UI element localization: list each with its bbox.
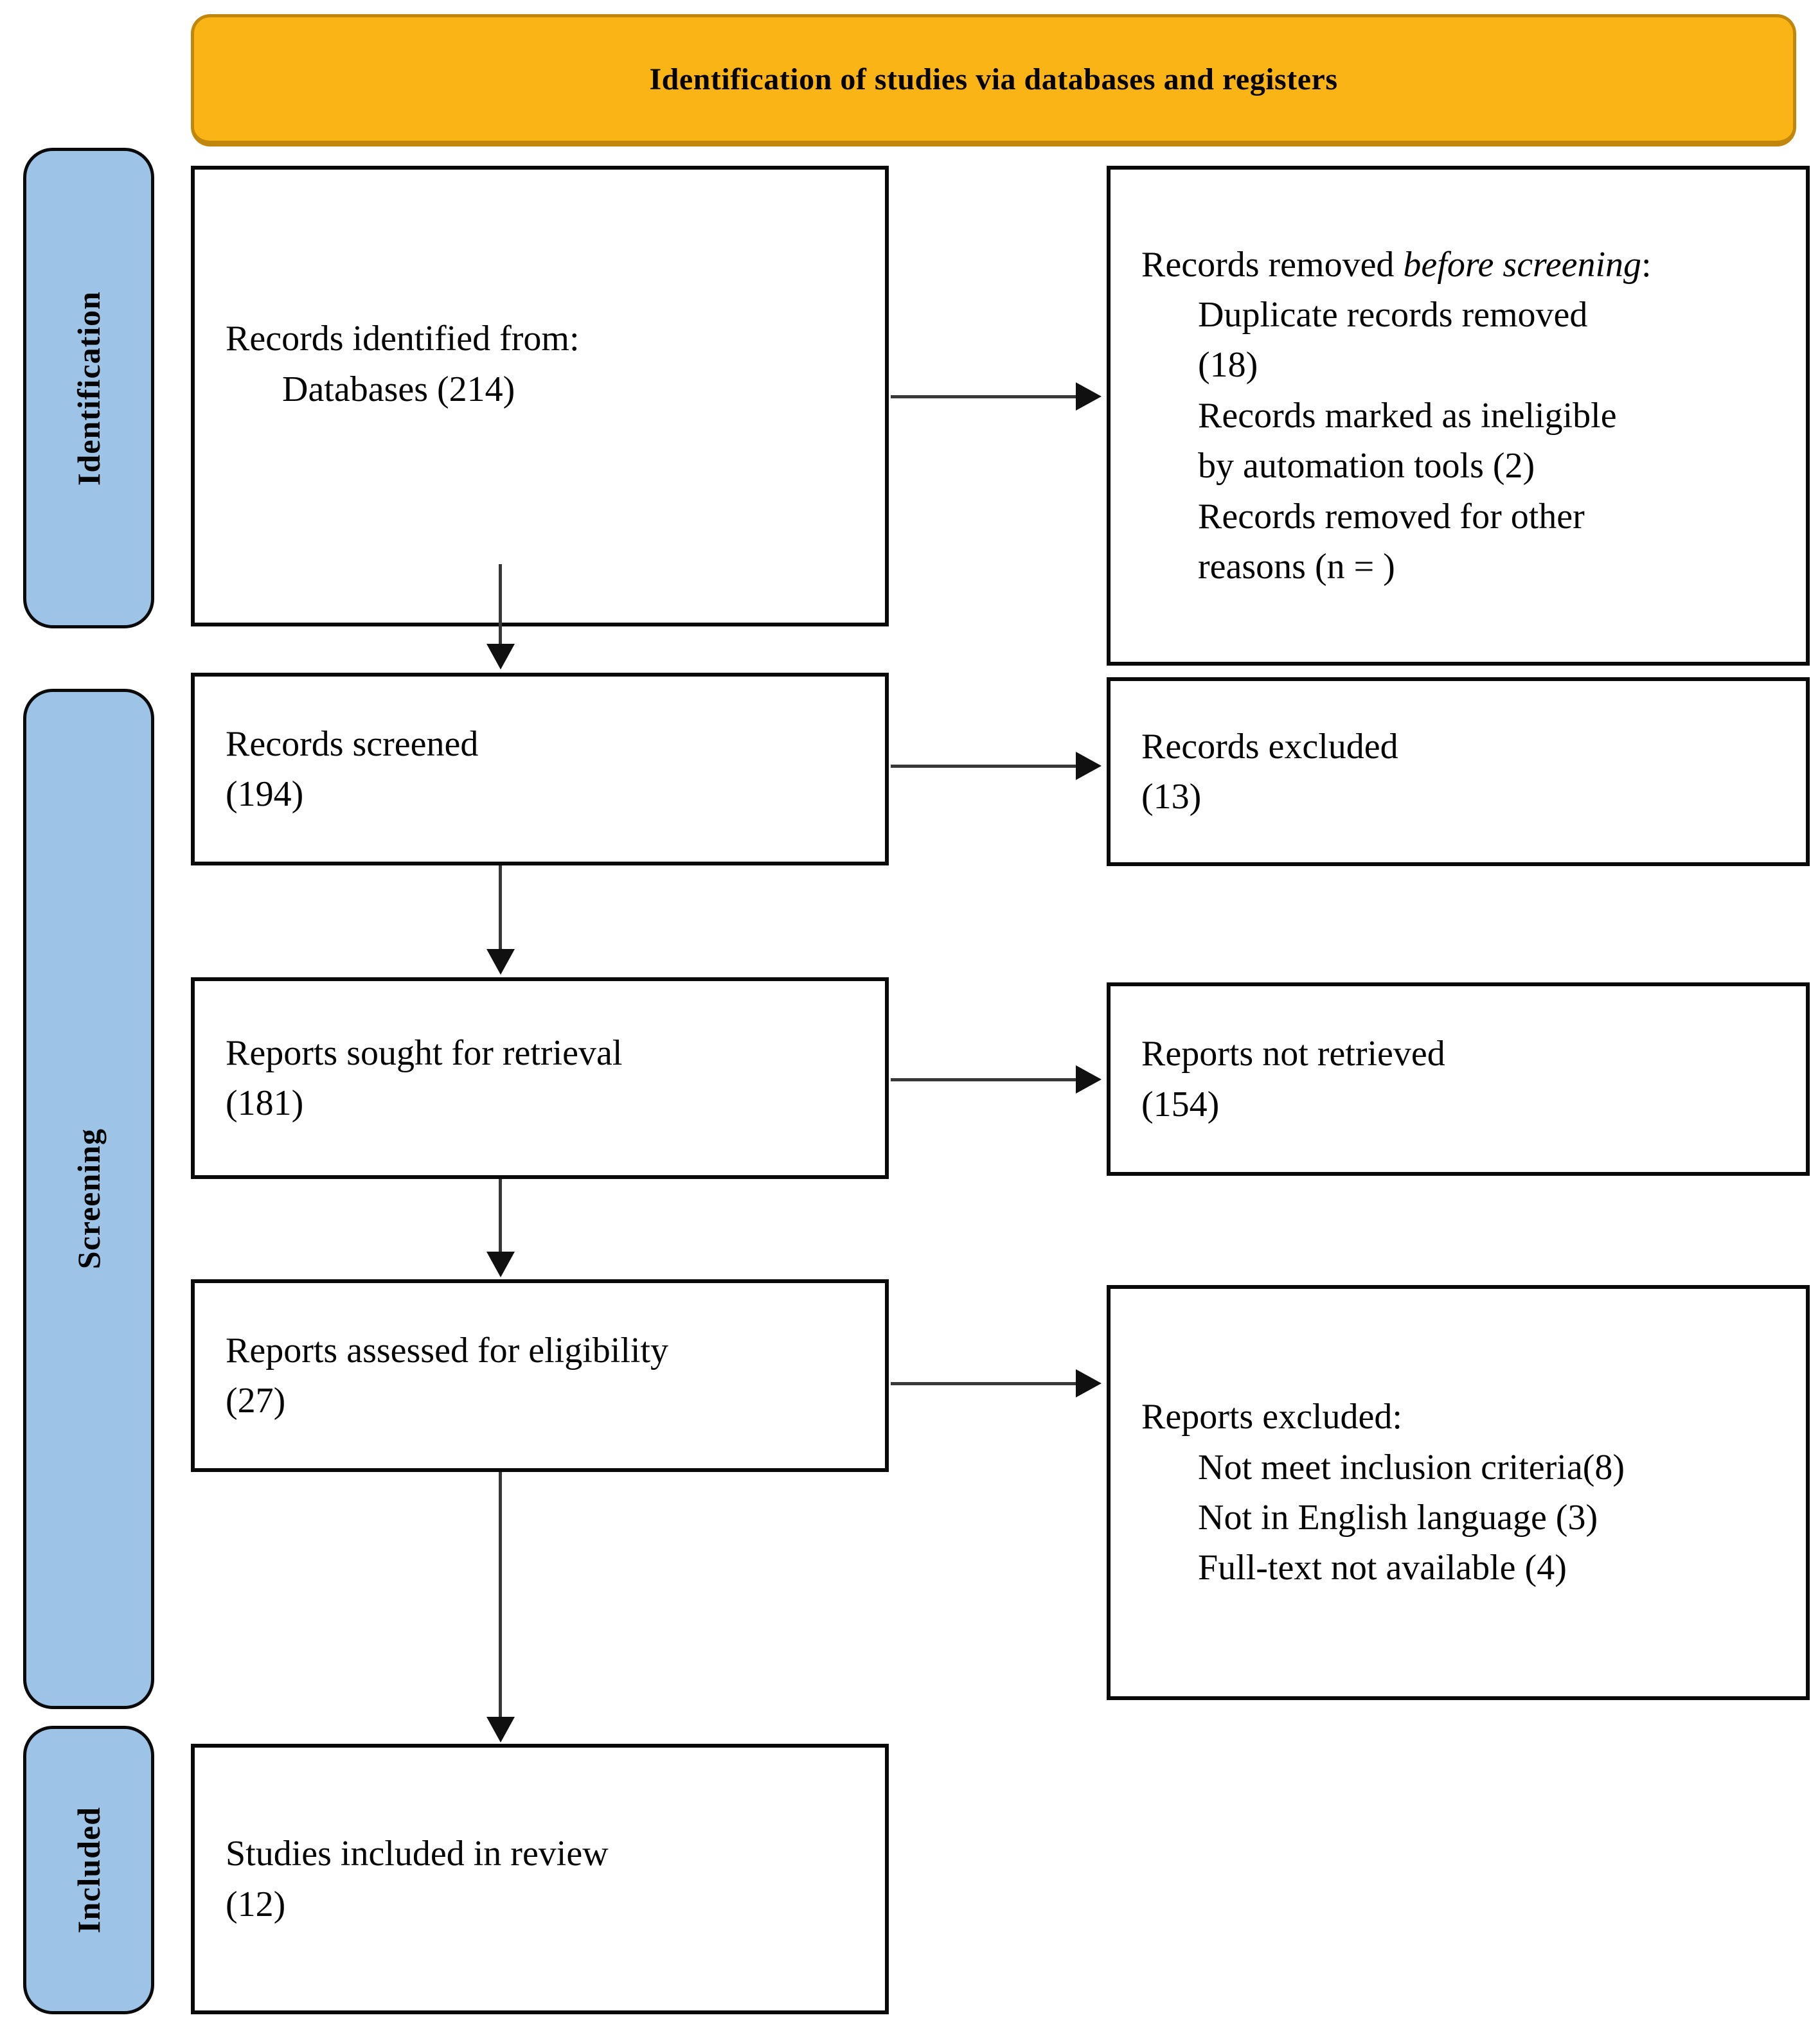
records-removed-item: (18) [1198, 345, 1258, 386]
down-arrowhead-icon [486, 1252, 515, 1277]
header-banner: Identification of studies via databases … [191, 14, 1796, 146]
flow-arrow-sought-to-not-retrieved [891, 1078, 1076, 1081]
right-arrowhead-icon [1076, 1369, 1102, 1397]
records-screened-label: Records screened [226, 723, 479, 764]
flow-arrow-assessed-to-included [499, 1472, 502, 1717]
flow-arrow-screened-to-sought [499, 865, 502, 949]
right-arrowhead-icon [1076, 752, 1102, 780]
reports-excluded-title: Reports excluded: [1141, 1397, 1402, 1437]
flow-arrow-screened-to-excluded [891, 765, 1076, 768]
records-removed-title-prefix: Records removed [1141, 244, 1404, 285]
banner-title: Identification of studies via databases … [649, 62, 1338, 96]
records-identified-title: Records identified from: [226, 319, 580, 359]
box-records-excluded: Records excluded (13) [1107, 677, 1810, 866]
down-arrowhead-icon [486, 949, 515, 975]
sidebar-stage-screening: Screening [23, 689, 154, 1709]
records-excluded-label: Records excluded [1141, 726, 1398, 767]
records-removed-item: reasons (n = ) [1198, 546, 1395, 587]
records-removed-title-suffix: : [1641, 244, 1652, 285]
box-studies-included: Studies included in review (12) [191, 1744, 889, 2014]
records-removed-item: Records marked as ineligible [1198, 395, 1617, 436]
stage-label-identification: Identification [71, 290, 107, 486]
records-removed-item: by automation tools (2) [1198, 446, 1535, 486]
right-arrowhead-icon [1076, 1065, 1102, 1094]
box-reports-assessed: Reports assessed for eligibility (27) [191, 1279, 889, 1472]
reports-excluded-item: Not meet inclusion criteria(8) [1198, 1447, 1625, 1487]
box-records-screened: Records screened (194) [191, 673, 889, 865]
records-screened-count: (194) [226, 774, 304, 814]
stage-label-included: Included [71, 1807, 107, 1933]
reports-assessed-count: (27) [226, 1381, 286, 1421]
studies-included-label: Studies included in review [226, 1834, 609, 1874]
flow-arrow-identified-to-removed [891, 395, 1076, 398]
reports-sought-count: (181) [226, 1083, 304, 1123]
records-excluded-count: (13) [1141, 777, 1202, 817]
flow-arrow-sought-to-assessed [499, 1179, 502, 1252]
reports-excluded-item: Not in English language (3) [1198, 1498, 1598, 1538]
sidebar-stage-included: Included [23, 1726, 154, 2014]
studies-included-count: (12) [226, 1884, 286, 1924]
reports-not-retrieved-label: Reports not retrieved [1141, 1034, 1445, 1074]
right-arrowhead-icon [1076, 382, 1102, 411]
records-identified-item: Databases (214) [282, 369, 515, 409]
flow-arrow-identified-to-screened [499, 564, 502, 644]
reports-excluded-item: Full-text not available (4) [1198, 1548, 1567, 1588]
records-removed-title: Records removed before screening: [1141, 240, 1790, 290]
reports-sought-label: Reports sought for retrieval [226, 1033, 623, 1073]
sidebar-stage-identification: Identification [23, 148, 154, 628]
box-records-identified: Records identified from: Databases (214) [191, 166, 889, 626]
records-removed-title-italic: before screening [1403, 244, 1642, 285]
box-reports-not-retrieved: Reports not retrieved (154) [1107, 982, 1810, 1176]
flow-arrow-assessed-to-reports-excluded [891, 1382, 1076, 1385]
box-reports-excluded: Reports excluded: Not meet inclusion cri… [1107, 1285, 1810, 1700]
stage-label-screening: Screening [71, 1128, 107, 1270]
reports-assessed-label: Reports assessed for eligibility [226, 1330, 669, 1370]
down-arrowhead-icon [486, 1717, 515, 1743]
box-records-removed: Records removed before screening: Duplic… [1107, 166, 1810, 666]
box-reports-sought: Reports sought for retrieval (181) [191, 977, 889, 1179]
records-removed-item: Duplicate records removed [1198, 295, 1588, 335]
reports-not-retrieved-count: (154) [1141, 1084, 1220, 1124]
down-arrowhead-icon [486, 644, 515, 670]
records-removed-item: Records removed for other [1198, 496, 1585, 537]
